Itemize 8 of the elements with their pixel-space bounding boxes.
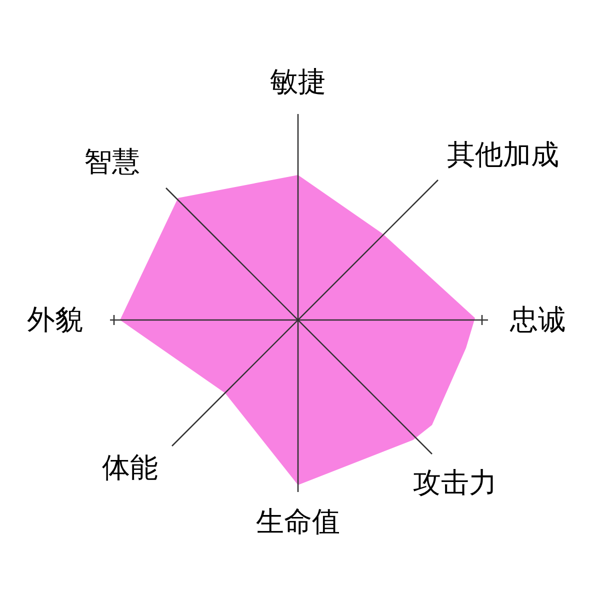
axis-label: 攻击力 xyxy=(413,469,497,497)
axis-label: 智慧 xyxy=(84,148,140,176)
axis-label: 生命值 xyxy=(256,508,340,536)
axis-label: 体能 xyxy=(102,454,158,482)
axis-label: 外貌 xyxy=(27,306,83,334)
axis-label: 敏捷 xyxy=(270,68,326,96)
axis-label: 忠诚 xyxy=(510,306,566,334)
axis-label: 其他加成 xyxy=(447,141,559,169)
